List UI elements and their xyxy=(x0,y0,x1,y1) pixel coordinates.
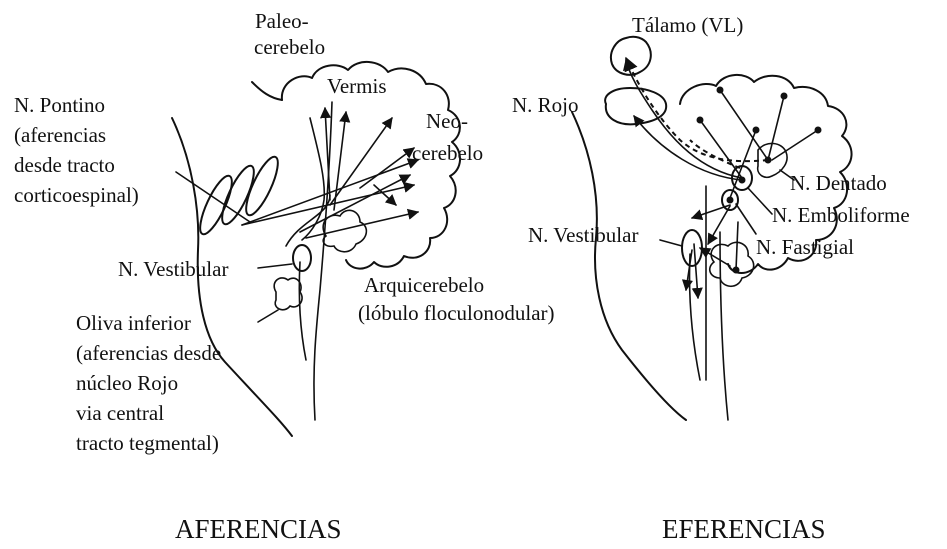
vermis-arrow-2 xyxy=(334,112,346,210)
label-vestibular-right: N. Vestibular xyxy=(528,223,638,247)
label-vestibular-left: N. Vestibular xyxy=(118,257,228,281)
label-oliva-1: Oliva inferior xyxy=(76,311,191,335)
flocculus-down-arm xyxy=(736,222,738,270)
dentate-upper-arm xyxy=(720,90,768,160)
label-rojo: N. Rojo xyxy=(512,93,579,117)
label-pontino-3: desde tracto xyxy=(14,153,115,177)
flocculus-to-vestibular-arrow xyxy=(700,248,730,266)
label-neo-2: cerebelo xyxy=(412,141,483,165)
label-oliva-4: via central xyxy=(76,401,164,425)
floculonodular-lobe-right xyxy=(710,242,754,286)
emboliforme-leader xyxy=(748,188,772,214)
fastigial-leader xyxy=(736,204,756,234)
fastigial-center-dot xyxy=(727,197,734,204)
pontino-leader xyxy=(176,172,250,222)
pontine-fiber-3 xyxy=(240,153,283,219)
vestibular-nucleus-left xyxy=(293,245,311,271)
caption-afferents: AFERENCIAS xyxy=(175,514,342,544)
label-oliva-5: tracto tegmental) xyxy=(76,431,219,455)
pontine-fiber-1 xyxy=(194,172,237,238)
brainstem-inner-left xyxy=(252,82,282,100)
fastigial-dot xyxy=(753,127,760,134)
caption-efferents: EFERENCIAS xyxy=(662,514,826,544)
label-neo-1: Neo- xyxy=(426,109,468,133)
label-vermis: Vermis xyxy=(327,74,387,98)
inferior-olive-blob xyxy=(274,278,302,310)
label-pontino-4: corticoespinal) xyxy=(14,183,139,207)
dentate-center-dot xyxy=(765,157,772,164)
neo-arrow xyxy=(360,148,414,188)
emboliform-to-red-arrow xyxy=(634,116,742,180)
label-dentado: N. Dentado xyxy=(790,171,887,195)
vestibular-leader-left xyxy=(258,264,292,268)
dentate-dorsal-arm xyxy=(768,96,784,160)
label-oliva-2: (aferencias desde xyxy=(76,341,221,365)
thalamus-shape xyxy=(611,37,651,75)
oliva-leader xyxy=(258,310,278,322)
dentate-dot-2 xyxy=(717,87,724,94)
label-talamo: Tálamo (VL) xyxy=(632,13,743,37)
vestibular-nucleus-right xyxy=(682,230,702,266)
label-pontino-2: (aferencias xyxy=(14,123,106,147)
label-pontino-1: N. Pontino xyxy=(14,93,105,117)
vestibular-descending-arrow-1 xyxy=(694,244,698,298)
brainstem-outline-right xyxy=(572,112,686,420)
label-arqui-1: Arquicerebelo xyxy=(364,273,484,297)
afferents-panel: Paleo- cerebelo Vermis Neo- cerebelo N. … xyxy=(14,9,555,544)
stem-line-right xyxy=(689,254,700,380)
label-oliva-3: núcleo Rojo xyxy=(76,371,178,395)
label-paleo-1: Paleo- xyxy=(255,9,309,33)
midline-left xyxy=(314,102,332,420)
dentate-dot-1 xyxy=(781,93,788,100)
lower-stem-left xyxy=(299,262,306,360)
emboliform-dot xyxy=(697,117,704,124)
emboliform-center-dot xyxy=(739,177,746,184)
vestibular-leader-right xyxy=(660,240,682,246)
emboliform-upper-arm xyxy=(700,120,742,178)
flocculus-dot xyxy=(733,267,740,274)
label-arqui-2: (lóbulo floculonodular) xyxy=(358,301,555,325)
efferents-panel: Tálamo (VL) N. Rojo N. Dentado N. Emboli… xyxy=(512,13,910,544)
pontine-fiber-2 xyxy=(216,162,259,228)
label-fastigial: N. Fastigial xyxy=(756,235,854,259)
label-paleo-2: cerebelo xyxy=(254,35,325,59)
fastigial-up-arm xyxy=(730,130,756,198)
dentate-dot-3 xyxy=(815,127,822,134)
label-emboliforme: N. Emboliforme xyxy=(772,203,910,227)
